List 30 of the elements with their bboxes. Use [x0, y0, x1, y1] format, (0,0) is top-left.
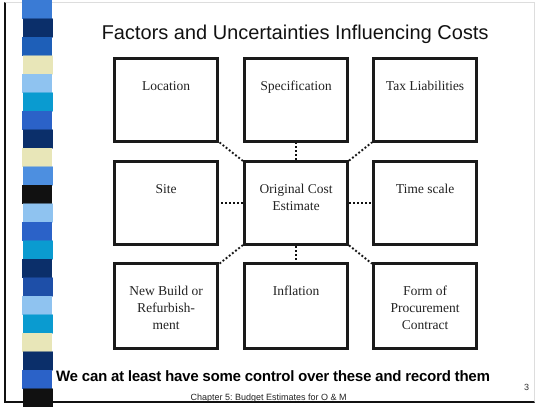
slide-title: Factors and Uncertainties Influencing Costs	[100, 22, 490, 45]
dotted-connector	[218, 141, 244, 162]
factor-label: Original Cost Estimate	[258, 181, 334, 215]
factor-box	[243, 57, 349, 143]
factor-label: Site	[154, 181, 178, 198]
factor-box	[372, 57, 478, 143]
dotted-connector	[348, 244, 373, 264]
factor-label: New Build or Refurbish- ment	[128, 283, 204, 334]
footer-text: Chapter 5: Budget Estimates for O & M	[189, 392, 348, 402]
factor-box	[113, 262, 219, 350]
factor-box	[243, 160, 349, 246]
factor-label: Tax Liabilities	[384, 78, 466, 95]
factor-box	[243, 262, 349, 350]
factor-label: Location	[141, 78, 191, 95]
factor-label: Inflation	[272, 283, 320, 300]
dotted-connector	[295, 143, 297, 160]
factor-box	[372, 262, 478, 350]
dotted-connector	[348, 142, 373, 162]
factor-box	[113, 57, 219, 143]
dotted-connector	[219, 202, 243, 204]
factor-box	[372, 160, 478, 246]
factor-box	[113, 160, 219, 246]
factor-label: Form of Procurement Contract	[390, 283, 460, 334]
dotted-connector	[218, 244, 244, 265]
note-text: We can at least have some control over these and record them	[56, 368, 490, 385]
dotted-connector	[349, 202, 372, 204]
page-number: 3	[524, 382, 530, 392]
dotted-connector	[295, 246, 297, 262]
factor-label: Time scale	[394, 181, 456, 198]
factor-label: Specification	[259, 78, 333, 95]
